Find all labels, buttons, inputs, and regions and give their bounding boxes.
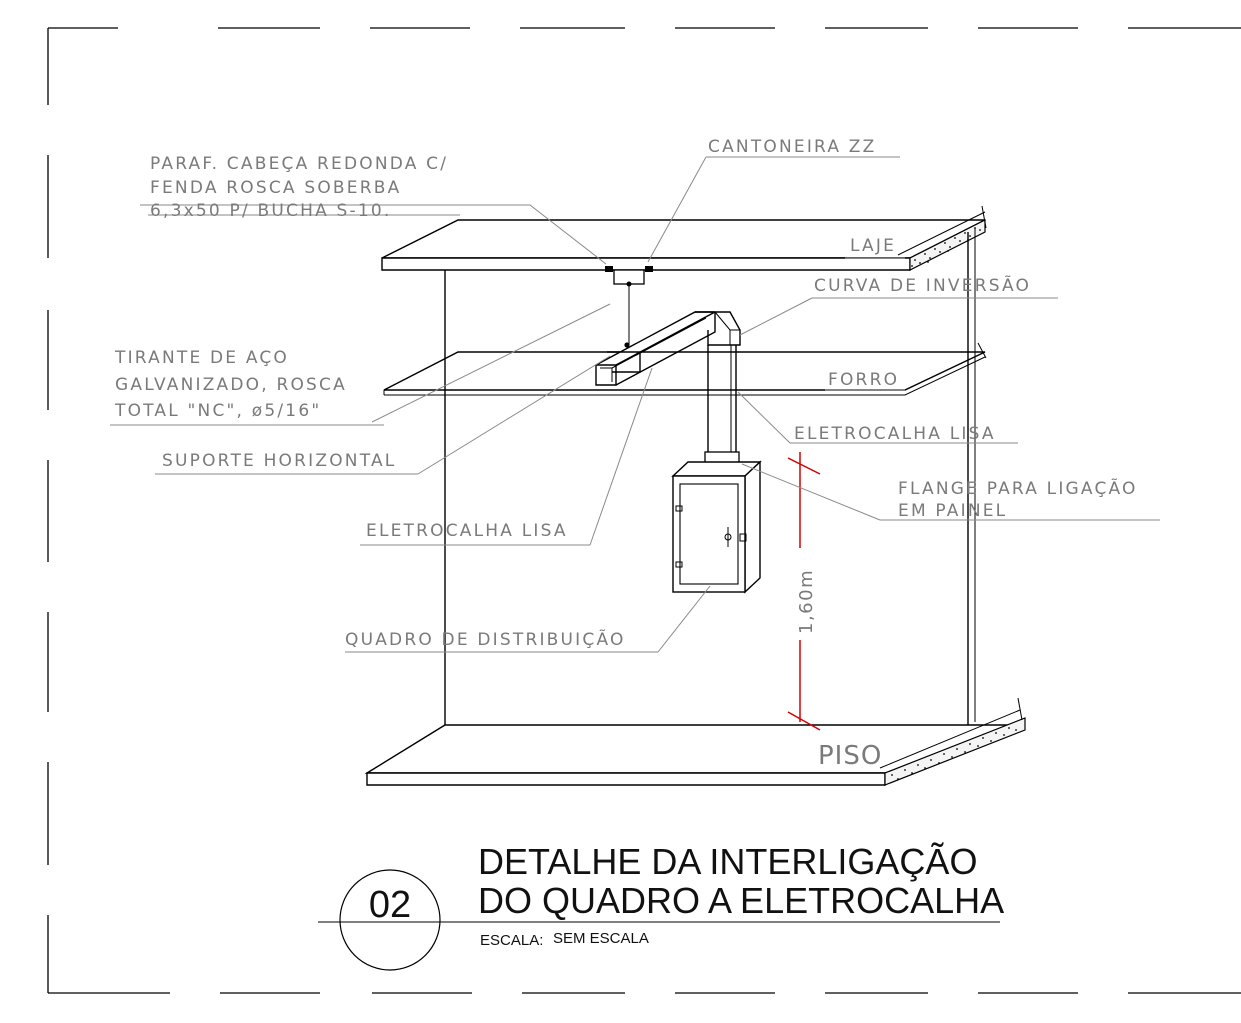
label-piso: PISO	[818, 741, 882, 771]
sheet-border	[47, 27, 1241, 994]
label-laje: LAJE	[850, 236, 896, 256]
label-parafuso-1: PARAF. CABEÇA REDONDA C/	[150, 154, 448, 174]
piso-floor	[364, 697, 1026, 786]
laje-slab	[381, 205, 987, 271]
piso-hatch	[891, 727, 1017, 780]
detail-number: 02	[369, 884, 411, 926]
label-tirante-3: TOTAL "NC", ø5/16"	[114, 401, 321, 421]
leader-lines	[110, 156, 1160, 653]
title-line-2: DO QUADRO A ELETROCALHA	[478, 880, 1004, 921]
label-quadro: QUADRO DE DISTRIBUIÇÃO	[345, 628, 626, 650]
eletrocalha-vertical	[704, 345, 740, 467]
callout-labels: PARAF. CABEÇA REDONDA C/ FENDA ROSCA SOB…	[114, 137, 1138, 771]
dimension-text: 1,60m	[796, 569, 817, 634]
walls	[444, 228, 976, 725]
label-tirante-1: TIRANTE DE AÇO	[114, 348, 289, 368]
detail-number-circle	[339, 869, 441, 971]
title-line-1: DETALHE DA INTERLIGAÇÃO	[478, 841, 977, 882]
label-cantoneira: CANTONEIRA ZZ	[708, 137, 877, 157]
scale-value: SEM ESCALA	[553, 930, 649, 947]
quadro-distribuicao	[671, 460, 762, 594]
label-eletrocalha-right: ELETROCALHA LISA	[794, 424, 996, 444]
scale-label: ESCALA:	[480, 932, 543, 949]
label-tirante-2: GALVANIZADO, ROSCA	[115, 375, 347, 395]
label-flange-2: EM PAINEL	[898, 501, 1007, 521]
title-block: 02 DETALHE DA INTERLIGAÇÃO DO QUADRO A E…	[318, 841, 1004, 971]
label-flange-1: FLANGE PARA LIGAÇÃO	[898, 477, 1138, 499]
label-curva: CURVA DE INVERSÃO	[814, 274, 1031, 296]
dimension-1-60m	[787, 452, 821, 731]
label-forro: FORRO	[828, 370, 899, 390]
label-parafuso-2: FENDA ROSCA SOBERBA	[150, 178, 401, 198]
label-eletrocalha-left: ELETROCALHA LISA	[366, 521, 568, 541]
eletrocalha-horizontal	[595, 311, 741, 386]
label-parafuso-3: 6,3x50 P/ BUCHA S-10.	[150, 201, 391, 221]
label-suporte: SUPORTE HORIZONTAL	[162, 451, 396, 471]
